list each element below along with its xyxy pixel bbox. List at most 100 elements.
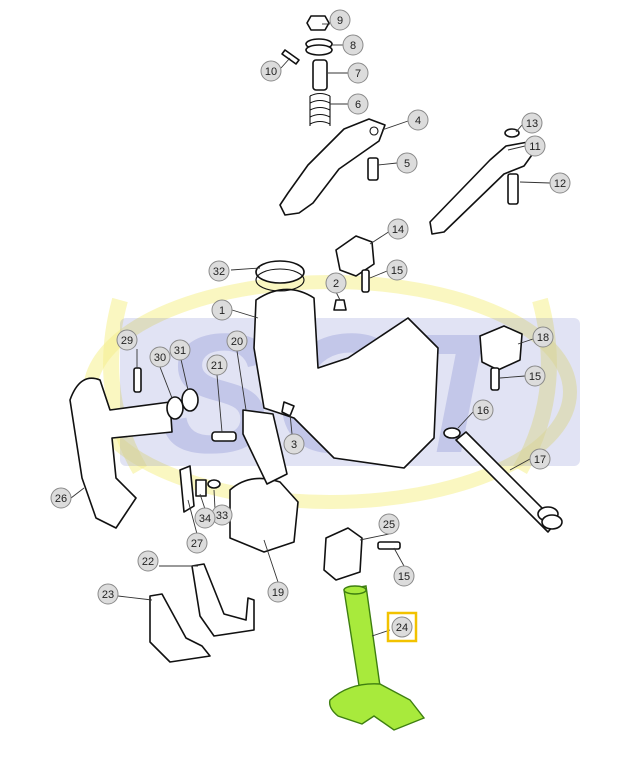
pin-5 — [367, 157, 379, 181]
arm-11 — [429, 141, 535, 235]
highlighted-part-24[interactable] — [328, 585, 426, 731]
svg-text:31: 31 — [174, 345, 186, 357]
svg-text:26: 26 — [55, 493, 67, 505]
callout-8[interactable]: 8 — [342, 34, 364, 56]
pin-7 — [312, 59, 328, 91]
svg-text:10: 10 — [265, 66, 277, 78]
callout-17[interactable]: 17 — [529, 448, 551, 470]
callout-9[interactable]: 9 — [329, 9, 351, 31]
svg-text:25: 25 — [383, 519, 395, 531]
svg-text:9: 9 — [337, 15, 343, 27]
callout-31[interactable]: 31 — [169, 339, 191, 361]
callout-30[interactable]: 30 — [149, 346, 171, 368]
callout-26[interactable]: 26 — [50, 487, 72, 509]
roller-25 — [323, 527, 363, 581]
svg-text:34: 34 — [199, 513, 211, 525]
callout-15-bottom[interactable]: 15 — [393, 565, 415, 587]
svg-text:24: 24 — [396, 622, 408, 634]
callout-5[interactable]: 5 — [396, 152, 418, 174]
nut-9 — [306, 15, 330, 31]
nut-13 — [504, 128, 520, 138]
callout-1[interactable]: 1 — [211, 299, 233, 321]
callout-29[interactable]: 29 — [116, 329, 138, 351]
callout-16[interactable]: 16 — [472, 399, 494, 421]
svg-text:32: 32 — [213, 266, 225, 278]
svg-text:33: 33 — [216, 510, 228, 522]
callout-6[interactable]: 6 — [347, 93, 369, 115]
plate-20 — [242, 409, 288, 485]
callout-12[interactable]: 12 — [549, 172, 571, 194]
callout-3[interactable]: 3 — [283, 433, 305, 455]
pin-29 — [133, 367, 142, 393]
svg-text:21: 21 — [211, 360, 223, 372]
svg-text:15: 15 — [391, 265, 403, 277]
callout-25[interactable]: 25 — [378, 513, 400, 535]
screw-2 — [333, 299, 347, 311]
bolt-34 — [195, 479, 207, 497]
bolt-12 — [507, 173, 519, 205]
parts — [69, 15, 563, 663]
callout-4[interactable]: 4 — [407, 109, 429, 131]
callout-33[interactable]: 33 — [211, 504, 233, 526]
svg-text:15: 15 — [398, 571, 410, 583]
callout-10[interactable]: 10 — [260, 60, 282, 82]
washer-8b — [305, 44, 333, 56]
callout-19[interactable]: 19 — [267, 581, 289, 603]
pin-15-right — [490, 367, 500, 391]
svg-text:29: 29 — [121, 335, 133, 347]
svg-text:19: 19 — [272, 587, 284, 599]
pin-15-bottom — [377, 541, 401, 550]
plate-23 — [149, 593, 211, 663]
svg-text:15: 15 — [529, 371, 541, 383]
svg-text:12: 12 — [554, 178, 566, 190]
callout-7[interactable]: 7 — [347, 62, 369, 84]
callout-2[interactable]: 2 — [325, 272, 347, 294]
svg-text:1: 1 — [219, 305, 225, 317]
svg-text:5: 5 — [404, 158, 410, 170]
callout-14[interactable]: 14 — [387, 218, 409, 240]
washer-33 — [207, 479, 221, 489]
callout-22[interactable]: 22 — [137, 550, 159, 572]
bolt-10 — [281, 49, 300, 65]
callouts: 1 2 3 4 5 6 7 8 9 10 11 12 13 14 15 15 1… — [50, 9, 571, 638]
callout-11[interactable]: 11 — [524, 135, 546, 157]
plate-22 — [191, 563, 255, 637]
svg-text:23: 23 — [102, 589, 114, 601]
svg-text:4: 4 — [415, 115, 421, 127]
svg-text:14: 14 — [392, 224, 404, 236]
washer-31 — [181, 388, 199, 412]
callout-23[interactable]: 23 — [97, 583, 119, 605]
pin-15-top — [361, 269, 370, 293]
callout-18[interactable]: 18 — [532, 326, 554, 348]
svg-text:18: 18 — [537, 332, 549, 344]
svg-text:11: 11 — [529, 141, 540, 153]
callout-13[interactable]: 13 — [521, 112, 543, 134]
svg-text:13: 13 — [526, 118, 538, 130]
svg-text:3: 3 — [291, 439, 297, 451]
callout-24[interactable]: 24 — [391, 616, 413, 638]
callout-34[interactable]: 34 — [194, 507, 216, 529]
svg-text:8: 8 — [350, 40, 356, 52]
washer-30 — [166, 396, 184, 420]
housing-1 — [253, 288, 439, 469]
callout-32[interactable]: 32 — [208, 260, 230, 282]
yoke-26 — [69, 377, 173, 529]
callout-15-right[interactable]: 15 — [524, 365, 546, 387]
bolt-21 — [211, 431, 237, 442]
callout-15-top[interactable]: 15 — [386, 259, 408, 281]
bracket-18 — [479, 325, 523, 371]
callout-20[interactable]: 20 — [226, 330, 248, 352]
svg-text:30: 30 — [154, 352, 166, 364]
highlight-box-24 — [386, 611, 418, 643]
svg-text:16: 16 — [477, 405, 489, 417]
svg-text:6: 6 — [355, 99, 361, 111]
callout-27[interactable]: 27 — [186, 532, 208, 554]
svg-text:2: 2 — [333, 278, 339, 290]
gasket-27 — [179, 465, 195, 513]
svg-text:17: 17 — [534, 454, 546, 466]
spring-17 — [537, 506, 563, 530]
lever-4 — [279, 118, 386, 216]
svg-text:27: 27 — [191, 538, 203, 550]
callout-21[interactable]: 21 — [206, 354, 228, 376]
